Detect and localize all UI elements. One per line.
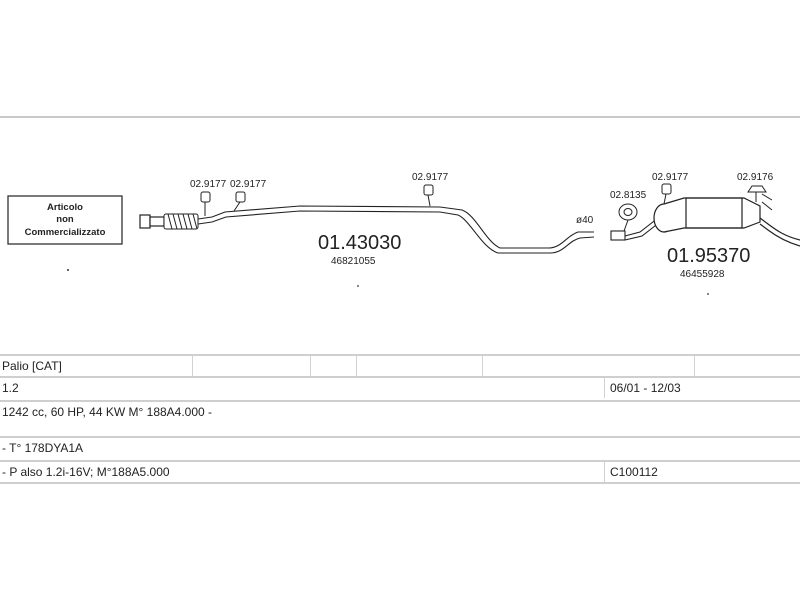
pipe-dot	[357, 285, 359, 287]
row-text-type: - T° 178DYA1A	[2, 441, 84, 455]
front-flange	[139, 214, 165, 229]
column-divider	[192, 356, 193, 376]
hanger-icon-3	[423, 184, 434, 207]
dot-marker	[67, 269, 69, 271]
table-row: - P also 1.2i-16V; M°188A5.000 C100112	[0, 460, 800, 482]
row-text-years: 06/01 - 12/03	[610, 381, 681, 395]
not-sold-box: Articolo non Commercializzato	[7, 195, 123, 245]
row-text-note: - P also 1.2i-16V; M°188A5.000	[2, 465, 170, 479]
column-divider	[356, 356, 357, 376]
main-pipe	[197, 205, 595, 254]
flex-joint	[163, 213, 199, 230]
muffler-part-number: 01.95370	[667, 245, 750, 267]
note-line-2: non	[56, 214, 74, 225]
part-code-4: 02.8135	[610, 190, 647, 201]
part-code-6: 02.9176	[737, 172, 774, 183]
diameter-label: ø40	[576, 215, 594, 226]
table-bottom-rule	[0, 482, 800, 484]
table-row: 1242 cc, 60 HP, 44 KW M° 188A4.000 -	[0, 400, 800, 422]
note-line-1: Articolo	[47, 202, 83, 213]
top-divider	[0, 116, 800, 118]
column-divider	[482, 356, 483, 376]
hanger-icon-2	[233, 191, 246, 212]
row-text-code: C100112	[610, 465, 658, 479]
table-row: - T° 178DYA1A	[0, 436, 800, 458]
muffler-oem-ref: 46455928	[680, 269, 725, 280]
table-row: Palio [CAT]	[0, 354, 800, 376]
part-code-1: 02.9177	[190, 179, 227, 190]
part-code-5: 02.9177	[652, 172, 689, 183]
exhaust-diagram: Articolo non Commercializzato	[0, 118, 800, 354]
rear-inlet-flange	[610, 217, 661, 241]
column-divider	[604, 462, 605, 482]
hanger-icon-4	[661, 183, 672, 205]
column-divider	[694, 356, 695, 376]
bracket-icon	[747, 185, 773, 211]
column-divider	[604, 378, 605, 398]
rear-muffler	[653, 197, 800, 247]
hanger-icon-1	[200, 191, 211, 216]
row-text-engine: 1.2	[2, 381, 19, 395]
pipe-part-number: 01.43030	[318, 232, 401, 254]
pipe-oem-ref: 46821055	[331, 256, 376, 267]
column-divider	[310, 356, 311, 376]
table-row: 1.2 06/01 - 12/03	[0, 376, 800, 398]
row-text-model: Palio [CAT]	[2, 359, 62, 373]
part-code-2: 02.9177	[230, 179, 267, 190]
note-line-3: Commercializzato	[25, 227, 106, 238]
muffler-dot	[707, 293, 709, 295]
row-text-specs: 1242 cc, 60 HP, 44 KW M° 188A4.000 -	[2, 405, 213, 419]
clamp-icon	[618, 203, 638, 232]
part-code-3: 02.9177	[412, 172, 449, 183]
